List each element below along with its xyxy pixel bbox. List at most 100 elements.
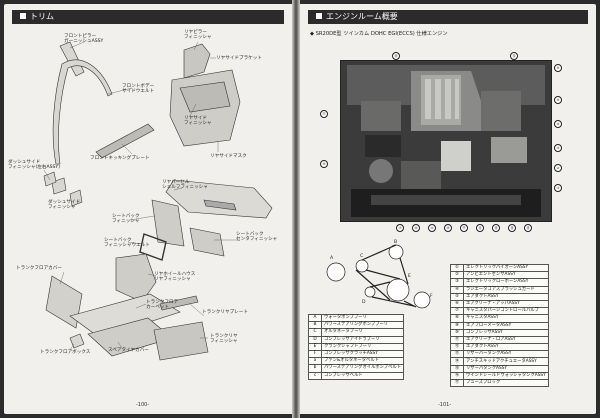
belt-legend-key: F	[308, 349, 322, 359]
parts-legend-key: ⑪	[450, 335, 464, 345]
photo-callout-top-2: ⑫	[510, 52, 518, 60]
parts-legend-text: アンビエントセンサASSY	[463, 271, 549, 280]
parts-legend-key: ②	[450, 271, 464, 280]
photo-callout-right-2: ⑤	[554, 96, 562, 104]
parts-legend-key: ③	[450, 278, 464, 287]
left-header-title: トリム	[30, 12, 54, 21]
belt-legend-text: クランクシャフトプーリ	[321, 342, 404, 351]
photo-callout-left-1: ⑪	[320, 110, 328, 118]
label-front-kicking: フロントキッキングプレート	[90, 156, 150, 161]
parts-legend-text: フューズブロック	[463, 378, 549, 388]
parts-legend-text: アンチスキッドアクチュエータASSY	[463, 357, 549, 366]
parts-legend-key: ④	[450, 285, 464, 294]
label-rear-side-mask: リヤサイドマスク	[210, 154, 247, 159]
parts-legend-key: ⑦	[450, 307, 464, 316]
photo-callout-bottom-4: ⑩	[444, 224, 452, 232]
engine-room-photo	[340, 60, 552, 222]
photo-callout-bottom-9: ⑮	[524, 224, 532, 232]
belt-legend-text: オルタネータプーリ	[321, 328, 404, 337]
left-page-number: -100-	[136, 402, 150, 408]
right-page-header: エンジンルーム概要	[308, 10, 588, 24]
trunk-floor-box	[69, 333, 85, 349]
parts-legend-key: ⑮	[450, 364, 464, 373]
pulley-label-e: E	[408, 274, 411, 279]
label-spare-cover: スペアタイヤカバー	[108, 348, 149, 353]
parts-legend-key: ⑧	[450, 314, 464, 323]
seatback-finisher	[151, 199, 185, 247]
label-trunk-side: トランクリヤプレート	[202, 310, 248, 315]
pulley-f-circle	[413, 291, 431, 309]
trim-exploded-diagram	[43, 41, 273, 361]
label-front-body-welt: フロントボデー サイドウエルト	[122, 84, 155, 94]
seatback-welt	[139, 233, 167, 261]
left-page-header: トリム	[12, 10, 284, 24]
photo-callout-right-1: ⑥	[554, 64, 562, 72]
photo-callout-left-2: ⑩	[320, 160, 328, 168]
parts-legend-key: ⑯	[450, 371, 464, 381]
parts-legend-text: リザーバータンクASSY	[463, 350, 549, 359]
parts-legend-text: ウインドシールドウォッシャタンクASSY	[463, 371, 549, 381]
photo-callout-bottom-2: ⑧	[412, 224, 420, 232]
pulley-e-circle	[386, 278, 410, 302]
trunk-rear-finisher	[153, 321, 209, 361]
belt-legend-text: コンプレッサベルト	[321, 371, 404, 380]
belt-legend-text: コンプレッサアイドラプーリ	[321, 335, 404, 344]
belt-routing-diagram	[326, 244, 431, 309]
parts-legend-text: エアダクトASSY	[463, 292, 549, 301]
photo-callout-bottom-8: ⑭	[508, 224, 516, 232]
parts-legend-key: ⑰	[450, 378, 464, 388]
belt-legend-key: B	[308, 321, 322, 330]
label-dash-side: ダッシュサイド フィニッシャ(左右ASSY)	[8, 160, 61, 170]
engine-photo-illustration	[341, 61, 551, 221]
parts-legend-key: ①	[450, 263, 464, 273]
parts-legend-text: エアクリーナ・ロアASSY	[463, 335, 549, 345]
parts-legend-key: ⑤	[450, 292, 464, 301]
body-side-welt	[52, 59, 113, 165]
parts-legend-key: ⑨	[450, 321, 464, 330]
photo-callout-top-1: ⑬	[392, 52, 400, 60]
pulley-label-b: B	[394, 240, 398, 245]
label-seatback: シートバック フィニッシャ	[112, 214, 140, 224]
pulley-label-a: A	[330, 256, 334, 261]
rear-parcel-shelf	[165, 179, 273, 219]
parts-legend-text: エレクトリックパイオーンASSY	[463, 263, 549, 273]
label-front-pillar: フロントピラー ガーニッシュASSY	[64, 34, 104, 44]
photo-callout-bottom-7: ⑬	[492, 224, 500, 232]
photo-callout-bottom-6: ⑫	[476, 224, 484, 232]
belt-legend-key: b	[308, 364, 322, 373]
parts-legend-key: ⑩	[450, 328, 464, 337]
parts-legend-text: エアクリーナ・アッパASSY	[463, 299, 549, 309]
parts-legend-text: エアダクトASSY	[463, 343, 549, 352]
belt-legend-text: パワーステアリングオイルポンプベルト	[321, 364, 404, 373]
parts-legend-key: ⑬	[450, 350, 464, 359]
label-trunk-floor-box: トランクフロアボックス	[40, 350, 91, 355]
parts-legend-text: キャニスタASSY	[463, 314, 549, 323]
photo-callout-right-5: ②	[554, 164, 562, 172]
trunk-rear-plate	[159, 295, 199, 311]
pulley-label-d: D	[362, 300, 366, 305]
right-header-title: エンジンルーム概要	[326, 12, 398, 21]
parts-legend-key: ⑭	[450, 357, 464, 366]
belt-legend-text: ファン&オルタネータベルト	[321, 357, 404, 366]
belt-legend-key: A	[308, 313, 322, 323]
label-seatback-welt: シートバック フィニッシャウエルト	[104, 238, 150, 248]
label-trunk-rear: トランクリヤ フィニッシャ	[210, 334, 238, 344]
belt-legend-text: ウォータポンププーリ	[321, 313, 404, 323]
